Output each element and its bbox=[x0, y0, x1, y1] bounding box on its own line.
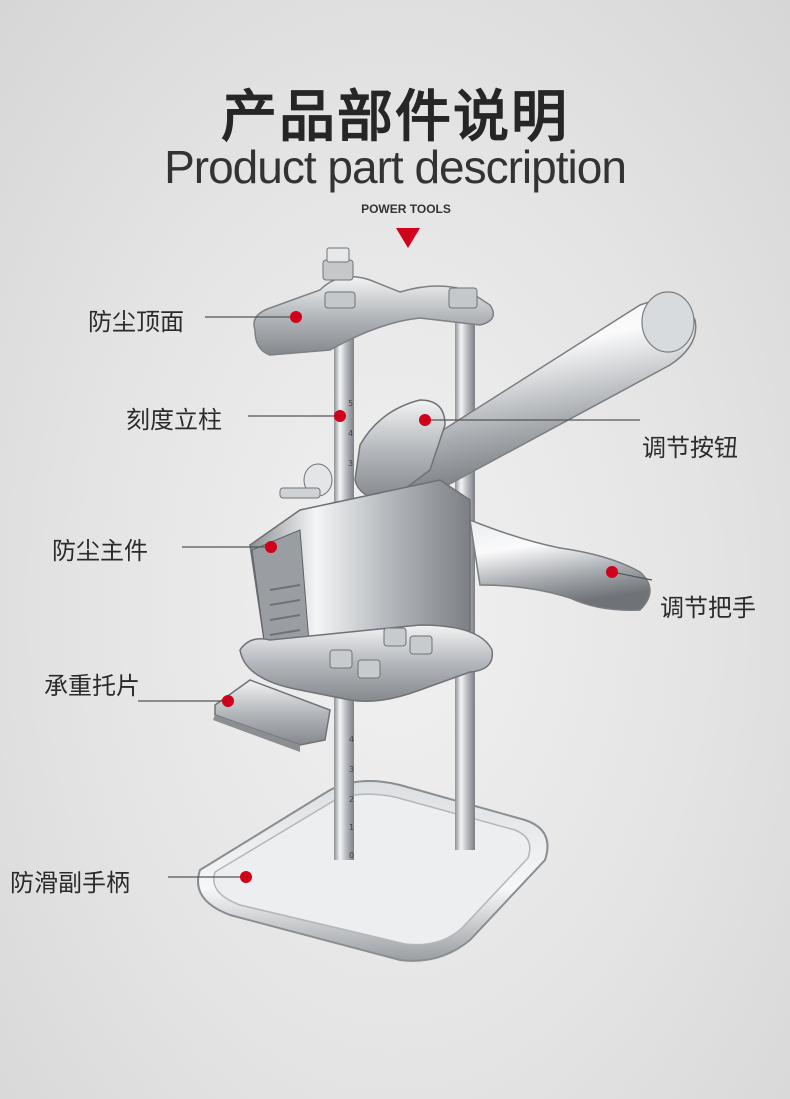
dot-adjust-handle bbox=[606, 566, 618, 578]
dot-dust-top bbox=[290, 311, 302, 323]
page-title-cn: 产品部件说明 bbox=[221, 85, 569, 150]
label-adjust-button: 调节按钮 bbox=[642, 434, 738, 462]
dust-top-plate bbox=[253, 247, 495, 356]
page-title-en: Product part description bbox=[164, 141, 627, 193]
dot-scale-column bbox=[334, 410, 346, 422]
label-anti-slip-handle: 防滑副手柄 bbox=[10, 869, 130, 897]
callouts bbox=[138, 316, 653, 878]
base-plate bbox=[197, 780, 549, 962]
scale-lower-tick: 4 bbox=[349, 735, 354, 744]
adjust-handle-grip bbox=[469, 518, 651, 611]
dot-load-plate bbox=[222, 695, 234, 707]
scale-lower-tick: 3 bbox=[349, 765, 354, 774]
load-bearing-plate bbox=[213, 679, 331, 752]
scale-lower-tick: 0 bbox=[349, 851, 354, 860]
dot-anti-slip bbox=[240, 871, 252, 883]
scale-upper: 5 4 3 bbox=[348, 399, 353, 468]
subtitle: POWER TOOLS bbox=[361, 202, 451, 216]
scale-upper-tick: 5 bbox=[348, 399, 353, 408]
label-scale-column: 刻度立柱 bbox=[126, 406, 222, 434]
adjust-handle-lever bbox=[378, 291, 697, 501]
lower-bracket bbox=[239, 624, 494, 702]
label-dust-main: 防尘主件 bbox=[52, 537, 148, 565]
scale-lower: 4 3 2 1 0 bbox=[349, 735, 354, 860]
scale-lower-tick: 2 bbox=[349, 795, 354, 804]
down-arrow-icon bbox=[396, 228, 420, 248]
scale-upper-tick: 4 bbox=[348, 429, 353, 438]
label-dust-top: 防尘顶面 bbox=[88, 308, 184, 336]
label-load-plate: 承重托片 bbox=[44, 672, 140, 700]
dot-adjust-button bbox=[419, 414, 431, 426]
scale-lower-tick: 1 bbox=[349, 823, 354, 832]
callout-dots bbox=[222, 311, 618, 883]
label-adjust-handle: 调节把手 bbox=[660, 594, 756, 622]
dot-dust-main bbox=[265, 541, 277, 553]
scale-upper-tick: 3 bbox=[348, 459, 353, 468]
